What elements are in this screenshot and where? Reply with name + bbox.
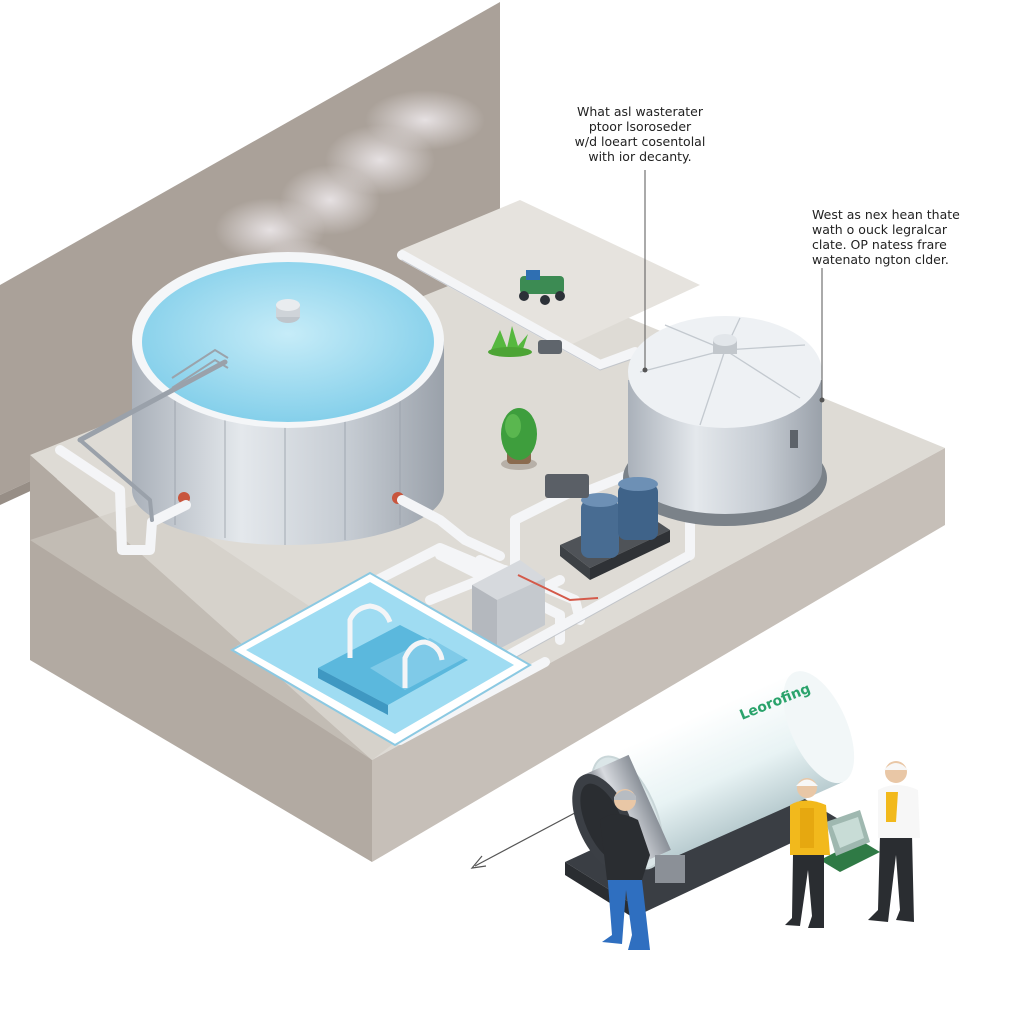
callout-right-line-2: wath o ouck legralcar [812,222,947,237]
aeration-tank [132,252,444,545]
callout-right-line-3: clate. OP natess frare [812,237,947,252]
clarifier-pool [229,571,532,747]
callout-right-line-4: watenato ngton clder. [812,252,949,267]
callout-top-line-4: with ior decanty. [588,149,692,164]
field-control-panel [820,810,880,872]
control-cabinet [472,560,599,650]
callout-right-dot [819,397,825,403]
worker-yellow-vest [785,778,830,928]
direction-arrow [470,805,589,869]
plant-bush [488,326,532,357]
worker-blue-jeans [600,789,650,950]
floor-pad [400,200,700,345]
valve-body [538,340,562,354]
covered-tank [623,316,827,526]
callout-top: What asl wasterater ptoor lsoroseder w/d… [570,104,710,164]
callout-right: West as nex hean thate wath o ouck legra… [812,207,962,267]
rc-vehicle [519,270,565,305]
callout-top-line-2: ptoor lsoroseder [588,119,692,134]
pump-skid [545,474,670,580]
callout-top-dot [642,367,648,373]
worker-white-shirt [868,761,920,922]
callout-top-line-3: w/d loeart cosentolal [574,134,706,149]
callout-top-line-1: What asl wasterater [577,104,703,119]
callout-right-line-1: West as nex hean thate [812,207,960,222]
round-shrub [501,408,537,470]
